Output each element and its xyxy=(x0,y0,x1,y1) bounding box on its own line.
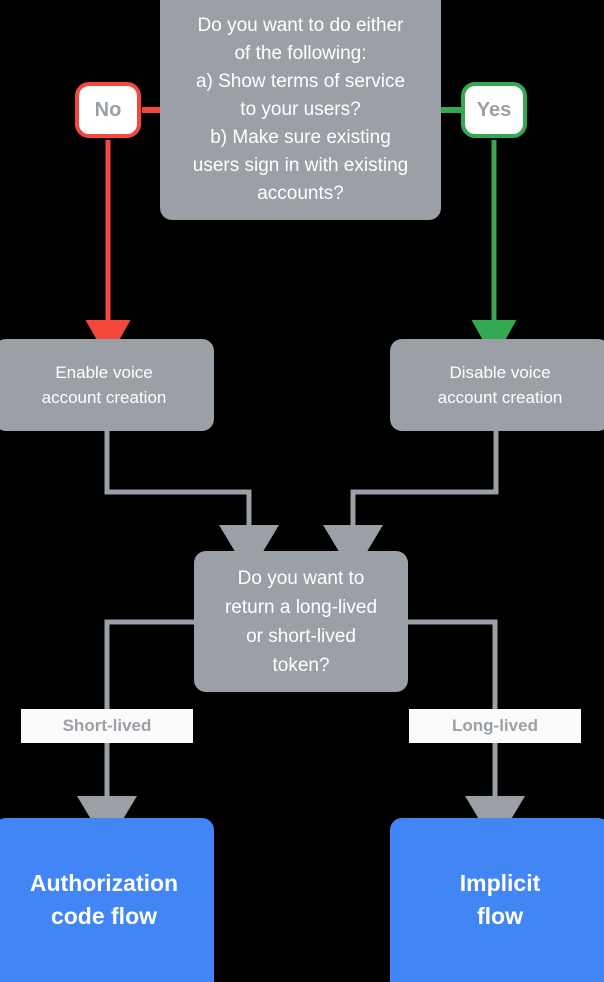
process-left-text: Enable voice account creation xyxy=(41,363,167,407)
edge-enable-voice-to-decision2 xyxy=(104,431,279,575)
process-right-text: Disable voice account creation xyxy=(437,363,563,407)
terminal-right-text: Implicit flow xyxy=(459,870,541,929)
answer-yes-button[interactable]: Yes xyxy=(461,82,527,138)
edge-label-long-lived-text: Long-lived xyxy=(452,716,538,735)
edge-label-long-lived: Long-lived xyxy=(409,709,581,743)
terminal-left-text: Authorization code flow xyxy=(29,870,179,929)
edge-disable-voice-to-decision2 xyxy=(323,431,499,575)
terminal-node-authorization-code-flow[interactable]: Authorization code flow xyxy=(0,818,214,982)
answer-no-button[interactable]: No xyxy=(75,82,141,138)
decision-node-token-lifetime[interactable]: Do you want to return a long-lived or sh… xyxy=(194,551,408,692)
decision-1-text: Do you want to do either of the followin… xyxy=(192,15,409,204)
process-node-enable-voice-account-creation[interactable]: Enable voice account creation xyxy=(0,339,214,431)
answer-yes-label: Yes xyxy=(476,98,512,121)
process-node-disable-voice-account-creation[interactable]: Disable voice account creation xyxy=(390,339,604,431)
decision-node-terms-or-existing-accounts[interactable]: Do you want to do either of the followin… xyxy=(160,0,441,220)
answer-no-label: No xyxy=(94,98,122,121)
edge-label-short-lived-text: Short-lived xyxy=(62,716,152,735)
terminal-node-implicit-flow[interactable]: Implicit flow xyxy=(390,818,604,982)
decision-2-text: Do you want to return a long-lived or sh… xyxy=(224,567,378,676)
edge-label-short-lived: Short-lived xyxy=(21,709,193,743)
